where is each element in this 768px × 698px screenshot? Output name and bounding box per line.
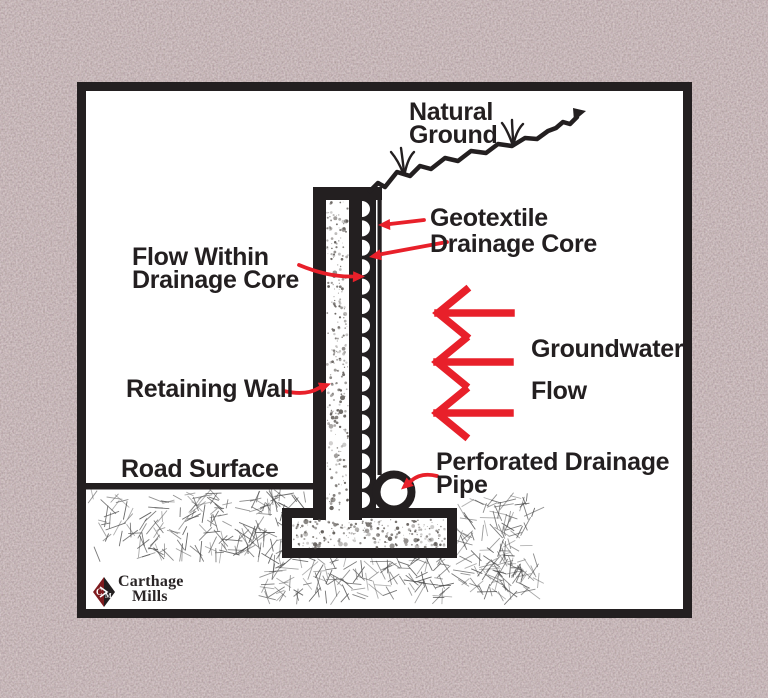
geotextile-arrow-icon [378, 218, 426, 230]
label-geotextile: Geotextile [430, 204, 548, 232]
carthage-mills-logo-text: Carthage Mills [118, 573, 184, 605]
grass-tuft-icon [389, 118, 525, 175]
label-drainage-core: Drainage Core [430, 230, 597, 258]
label-flow: Flow [531, 377, 587, 405]
svg-text:M: M [105, 592, 112, 600]
label-retaining-wall: Retaining Wall [126, 375, 294, 403]
carthage-mills-logo: C M Carthage Mills [92, 574, 184, 608]
label-natural-ground: Natural Ground [409, 98, 498, 149]
pipe-arrow-icon [401, 472, 439, 490]
svg-text:C: C [96, 587, 103, 597]
callout-arrows [282, 218, 449, 490]
drainage-core-arrow-icon [369, 240, 449, 261]
geotextile-line [377, 200, 382, 475]
label-road-surface: Road Surface [121, 455, 279, 483]
wall-top-connector [360, 187, 382, 200]
label-groundwater: Groundwater [531, 335, 684, 363]
label-flow-within: Flow Within Drainage Core [132, 243, 299, 294]
retaining-wall-stem [313, 187, 362, 520]
drainage-core-strip [362, 197, 376, 508]
perforated-drainage-pipe [372, 470, 416, 514]
road-surface-line [86, 483, 315, 490]
flow-within-arrow-icon [297, 263, 365, 283]
groundwater-arrow-icon [432, 284, 515, 342]
groundwater-arrow-icon [431, 333, 514, 391]
concrete-stipple-texture [292, 201, 446, 550]
label-perforated-pipe: Perforated Drainage Pipe [436, 448, 670, 499]
natural-ground-line [367, 108, 586, 194]
groundwater-flow-arrows [431, 284, 515, 442]
retaining-wall-arrow-icon [282, 382, 331, 395]
carthage-mills-logo-mark: C M [93, 577, 115, 607]
groundwater-arrow-icon [431, 384, 514, 442]
